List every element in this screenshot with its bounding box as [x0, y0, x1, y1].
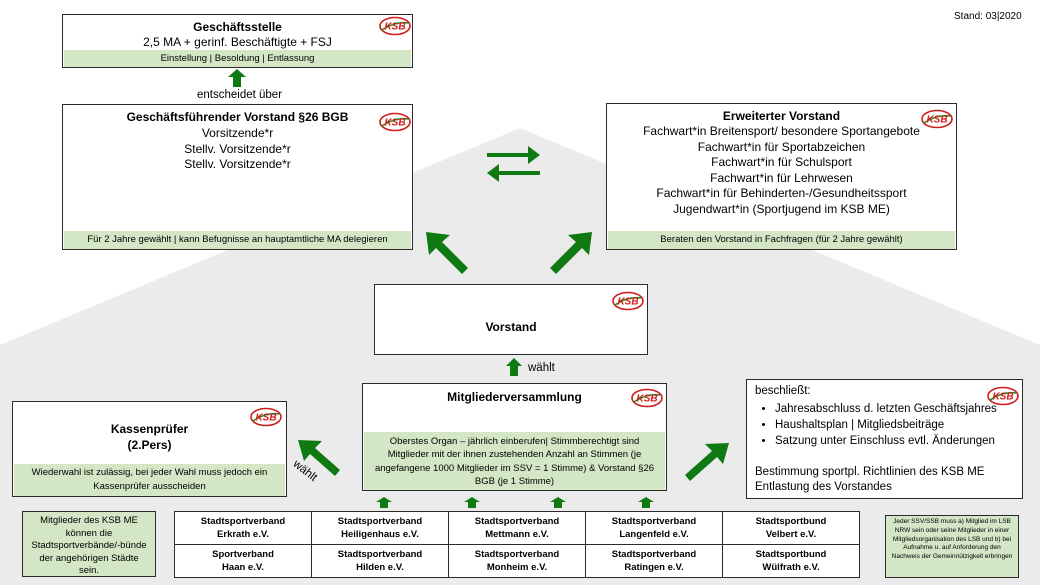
geschaeftsstelle-box: Geschäftsstelle 2,5 MA + gerinf. Beschäf… [62, 14, 413, 68]
note-left: Mitglieder des KSB ME können die Stadtsp… [22, 511, 156, 577]
kassenpruefer-title: Kassenprüfer [110, 422, 189, 436]
mv-band: Oberstes Organ – jährlich einberufen| St… [364, 432, 665, 490]
gf-vorstand-line-2: Stellv. Vorsitzende*r [184, 141, 291, 156]
kassenpruefer-box: Kassenprüfer (2.Pers) Wiederwahl ist zul… [12, 401, 287, 497]
note-left-text: Mitglieder des KSB ME können die Stadtsp… [31, 515, 147, 576]
erw-vorstand-line-6: Jugendwart*in (Sportjugend im KSB ME) [673, 201, 890, 216]
beschliesst-box: beschließt: Jahresabschluss d. letzten G… [746, 379, 1023, 499]
kassenpruefer-subtitle: (2.Pers) [127, 438, 172, 452]
gf-vorstand-title: Geschäftsführender Vorstand §26 BGB [126, 110, 349, 124]
ksb-logo-text: KSB [617, 297, 638, 308]
geschaeftsstelle-band: Einstellung | Besoldung | Entlassung [64, 50, 411, 67]
gf-vorstand-line-1: Vorsitzende*r [201, 126, 274, 140]
vorstand-title: Vorstand [485, 320, 537, 334]
erw-vorstand-line-5: Fachwart*in für Behinderten-/Gesundheits… [656, 186, 907, 200]
arrow-up-small-2 [464, 497, 480, 508]
arrow-to-erw-vorstand [550, 232, 592, 274]
arrow-up-small-4 [638, 497, 654, 508]
erw-vorstand-line-1: Fachwart*in Breitensport/ besondere Spor… [643, 124, 920, 138]
ksb-logo-icon: KSB [612, 291, 644, 311]
gf-vorstand-line-3: Stellv. Vorsitzende*r [184, 157, 291, 171]
ksb-logo-text: KSB [992, 392, 1013, 403]
beschliesst-item-3: Satzung unter Einschluss evtl. Änderunge… [775, 433, 1014, 449]
erw-vorstand-box: Erweiterter Vorstand Fachwart*in Breiten… [606, 103, 957, 250]
beschliesst-heading: beschließt: [755, 385, 811, 397]
gf-vorstand-band: Für 2 Jahre gewählt | kann Befugnisse an… [64, 231, 411, 249]
beschliesst-item-1: Jahresabschluss d. letzten Geschäftsjahr… [775, 401, 1014, 417]
ksb-logo-icon: KSB [987, 386, 1019, 406]
arrow-to-gf-vorstand [426, 232, 468, 274]
ksb-logo-icon: KSB [379, 112, 411, 132]
arrow-to-beschliesst [685, 443, 729, 481]
ksb-logo-icon: KSB [921, 109, 953, 129]
ksb-logo-text: KSB [255, 413, 276, 424]
arrow-up-to-geschaeftsstelle [228, 69, 246, 87]
arrow-to-kassenpruefer [298, 440, 340, 476]
erw-vorstand-line-2: Fachwart*in für Sportabzeichen [697, 139, 866, 154]
note-right-text: Jeder SSV/SSB muss a) Mitglied im LSB NR… [891, 518, 1013, 561]
ksb-logo-icon: KSB [250, 407, 282, 427]
ksb-logo-icon: KSB [379, 16, 411, 36]
ksb-logo-text: KSB [384, 22, 405, 33]
beschliesst-extra-1: Bestimmung sportpl. Richtlinien des KSB … [755, 466, 985, 478]
erw-vorstand-title: Erweiterter Vorstand [722, 109, 841, 123]
ksb-logo-text: KSB [926, 115, 947, 126]
beschliesst-extra-2: Entlastung des Vorstandes [755, 481, 892, 493]
arrow-up-to-vorstand [506, 358, 522, 376]
exchange-arrows-icon [487, 146, 540, 182]
beschliesst-item-2: Haushaltsplan | Mitgliedsbeiträge [775, 417, 1014, 433]
arrow-up-small-3 [550, 497, 566, 508]
erw-vorstand-line-3: Fachwart*in für Schulsport [711, 155, 852, 169]
kassenpruefer-band: Wiederwahl ist zulässig, bei jeder Wahl … [14, 464, 285, 496]
gf-vorstand-box: Geschäftsführender Vorstand §26 BGB Vors… [62, 104, 413, 250]
erw-vorstand-line-4: Fachwart*in für Lehrwesen [710, 170, 853, 185]
geschaeftsstelle-line: 2,5 MA + gerinf. Beschäftigte + FSJ [143, 35, 332, 49]
erw-vorstand-band: Beraten den Vorstand in Fachfragen (für … [608, 231, 955, 249]
geschaeftsstelle-title: Geschäftsstelle [193, 20, 282, 34]
stand-label: Stand: 03|2020 [954, 11, 1022, 22]
ksb-logo-icon: KSB [631, 388, 663, 408]
mitgliederversammlung-box: Mitgliederversammlung Oberstes Organ – j… [362, 383, 667, 491]
waehlt-label: wählt [528, 362, 555, 374]
ksb-logo-text: KSB [384, 118, 405, 129]
note-right: Jeder SSV/SSB muss a) Mitglied im LSB NR… [885, 515, 1019, 578]
vorstand-box: Vorstand KSB [374, 284, 648, 355]
arrow-up-small-1 [376, 497, 392, 508]
ksb-logo-text: KSB [636, 394, 657, 405]
entscheidet-label: entscheidet über [197, 89, 283, 101]
mv-title: Mitgliederversammlung [447, 390, 582, 404]
beschliesst-list: Jahresabschluss d. letzten Geschäftsjahr… [755, 401, 1014, 449]
